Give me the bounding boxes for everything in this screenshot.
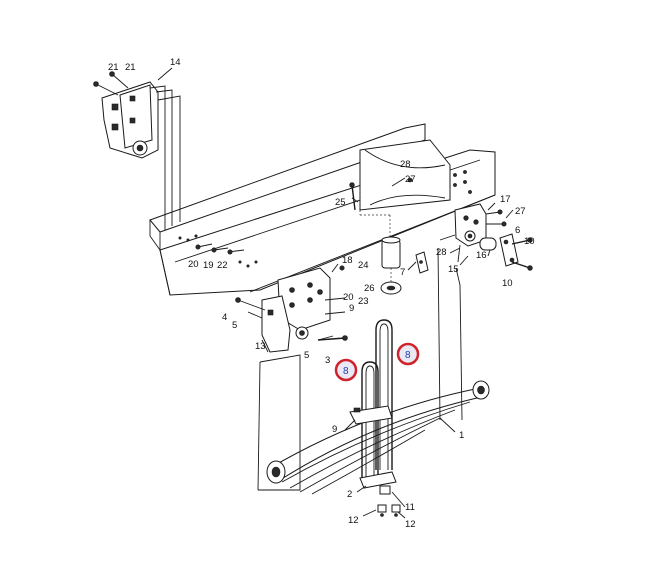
label-28-top: 28 (400, 159, 411, 170)
label-10-upper: 10 (524, 236, 535, 247)
callout-8-upper[interactable]: 8 (396, 342, 420, 366)
label-23: 23 (358, 296, 369, 307)
label-16: 16 (476, 250, 487, 261)
label-22: 22 (217, 260, 228, 271)
label-4: 4 (222, 312, 227, 323)
label-21-right: 21 (125, 62, 136, 73)
label-15: 15 (448, 264, 459, 275)
rail-bolts (195, 243, 245, 255)
callout-8-upper-label: 8 (405, 350, 411, 361)
label-6: 6 (515, 225, 520, 236)
label-3: 3 (325, 355, 330, 366)
label-13: 13 (255, 341, 266, 352)
label-9: 9 (332, 424, 337, 435)
callout-8-lower[interactable]: 8 (334, 358, 358, 382)
label-17: 17 (500, 194, 511, 205)
label-pointers (157, 67, 514, 519)
label-12-left: 12 (348, 515, 359, 526)
label-26: 26 (364, 283, 375, 294)
label-19: 19 (203, 260, 214, 271)
label-24: 24 (358, 260, 369, 271)
label-20-left: 20 (188, 259, 199, 270)
bump-stop (349, 182, 402, 295)
label-2: 2 (347, 489, 352, 500)
label-7: 7 (400, 267, 405, 278)
part-labels: 21 21 14 28 27 25 17 27 6 10 28 16 15 10… (108, 57, 535, 530)
label-9-center: 9 (349, 303, 354, 314)
upper-left-bracket (93, 71, 181, 230)
label-5-center: 5 (304, 350, 309, 361)
frame-rail (149, 123, 496, 296)
center-frame-bracket (235, 265, 348, 353)
callout-8-lower-label: 8 (343, 366, 349, 377)
clip-bracket (415, 251, 429, 274)
label-1: 1 (459, 430, 464, 441)
label-20-center: 20 (343, 292, 354, 303)
label-18: 18 (342, 255, 353, 266)
leaf-spring (266, 380, 490, 495)
label-27-top: 27 (405, 174, 416, 185)
label-14: 14 (170, 57, 181, 68)
label-10-lower: 10 (502, 278, 513, 289)
label-28-right: 28 (436, 247, 447, 258)
label-5-left: 5 (232, 320, 237, 331)
leader-lines (257, 247, 463, 491)
label-27-right: 27 (515, 206, 526, 217)
label-12-right: 12 (405, 519, 416, 530)
label-25: 25 (335, 197, 346, 208)
label-21-left: 21 (108, 62, 119, 73)
label-11: 11 (405, 502, 415, 513)
front-hanger (407, 177, 533, 271)
u-bolts (349, 319, 401, 517)
